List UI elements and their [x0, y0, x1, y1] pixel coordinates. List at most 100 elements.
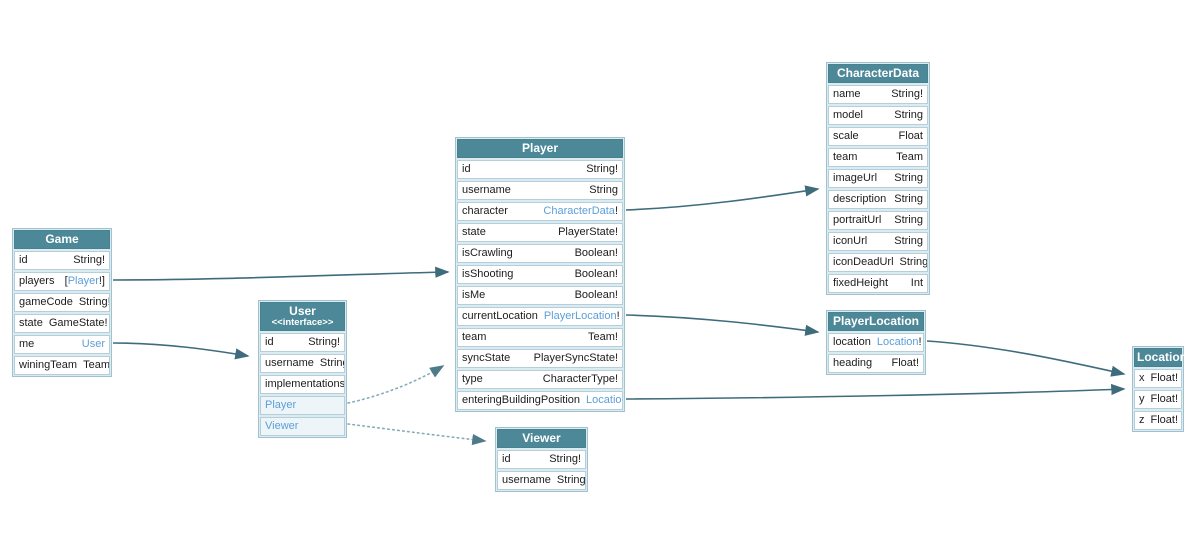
- table-header[interactable]: PlayerLocation: [828, 312, 924, 331]
- type-link[interactable]: Location: [586, 394, 622, 406]
- type-text: !: [614, 205, 618, 217]
- field-type: CharacterData!: [543, 205, 618, 218]
- type-text: Boolean!: [574, 247, 618, 259]
- type-text: !]: [98, 275, 105, 287]
- field-row: username String: [497, 471, 586, 490]
- table-header[interactable]: Location: [1134, 348, 1187, 367]
- field-name: iconUrl: [833, 235, 868, 247]
- field-row: scale Float: [828, 127, 928, 146]
- field-type: String: [894, 172, 923, 185]
- field-type: String: [894, 214, 923, 227]
- type-link[interactable]: PlayerLocation: [543, 310, 617, 322]
- field-type: String: [894, 109, 923, 122]
- table-header[interactable]: Viewer: [497, 429, 586, 448]
- field-type: String: [557, 474, 585, 487]
- type-text: String!: [549, 453, 581, 465]
- field-type: String: [589, 184, 618, 197]
- field-row: players [Player!]: [14, 272, 110, 291]
- table-header[interactable]: Game: [14, 230, 110, 249]
- field-name: model: [833, 109, 863, 121]
- field-type: Float!: [891, 357, 919, 370]
- type-text: PlayerSyncState!: [533, 352, 618, 364]
- table-header[interactable]: User<<interface>>: [260, 302, 345, 331]
- field-type: String: [900, 256, 927, 269]
- implementation-link[interactable]: Player: [265, 399, 297, 411]
- type-text: String: [894, 172, 923, 184]
- field-row: iconDeadUrl String: [828, 253, 928, 272]
- type-link[interactable]: User: [81, 338, 105, 350]
- type-text: Float!: [1150, 372, 1179, 384]
- edge-player-enteringbuildingposition-to-location: [625, 383, 1126, 400]
- field-row: syncState PlayerSyncState!: [457, 349, 623, 368]
- type-link[interactable]: Location: [876, 336, 919, 348]
- field-name: syncState: [462, 352, 511, 364]
- table-user[interactable]: User<<interface>>idString!usernameString…: [258, 300, 347, 438]
- type-text: Float!: [1150, 414, 1179, 426]
- field-row: character CharacterData!: [457, 202, 623, 221]
- edge-player-character-to-characterdata: [625, 185, 820, 211]
- table-title: User: [289, 304, 316, 318]
- type-link[interactable]: CharacterData: [543, 205, 615, 217]
- table-title: Viewer: [522, 431, 561, 445]
- table-header[interactable]: CharacterData: [828, 64, 928, 83]
- field-row: username String: [457, 181, 623, 200]
- edge-game-players-to-player: [112, 266, 450, 281]
- table-title: CharacterData: [836, 66, 920, 80]
- table-viewer[interactable]: Viewer id String! username String: [495, 427, 588, 492]
- field-type: Boolean!: [575, 268, 618, 281]
- table-title: Game: [45, 232, 79, 246]
- field-row: Viewer: [260, 417, 345, 436]
- type-text: String!: [586, 163, 618, 175]
- field-name: enteringBuildingPosition: [462, 394, 581, 406]
- field-name: username: [502, 474, 551, 486]
- table-stereotype: <<interface>>: [271, 317, 334, 328]
- field-name: username: [462, 184, 511, 196]
- field-name: id: [502, 453, 511, 465]
- field-name: players: [19, 275, 55, 287]
- field-name: isCrawling: [462, 247, 513, 259]
- field-row: model String: [828, 106, 928, 125]
- type-text: String: [589, 184, 618, 196]
- field-name: character: [462, 205, 508, 217]
- field-type: Float!: [1151, 393, 1179, 406]
- type-text: Team: [83, 359, 110, 371]
- field-type: User: [82, 338, 105, 351]
- field-name: winingTeam: [19, 359, 78, 371]
- edge-player-currentlocation-to-playerlocation: [625, 314, 820, 336]
- field-name: y: [1139, 393, 1145, 405]
- field-name: name: [833, 88, 861, 100]
- field-type: Float: [899, 130, 923, 143]
- type-link[interactable]: Player: [67, 275, 99, 287]
- table-header[interactable]: Player: [457, 139, 623, 158]
- field-name: gameCode: [19, 296, 73, 308]
- field-name: type: [462, 373, 483, 385]
- field-name: heading: [833, 357, 873, 369]
- type-text: GameState!: [48, 317, 108, 329]
- field-name: portraitUrl: [833, 214, 882, 226]
- type-text: String: [894, 193, 923, 205]
- field-type: [Player!]: [65, 275, 105, 288]
- field-name: iconDeadUrl: [833, 256, 894, 268]
- field-name: username: [265, 357, 314, 369]
- field-row: implementations: [260, 375, 345, 394]
- type-text: Float!: [891, 357, 919, 369]
- type-text: String: [894, 214, 923, 226]
- field-name: scale: [833, 130, 859, 142]
- implementation-link[interactable]: Viewer: [265, 420, 299, 432]
- type-text: PlayerState!: [558, 226, 618, 238]
